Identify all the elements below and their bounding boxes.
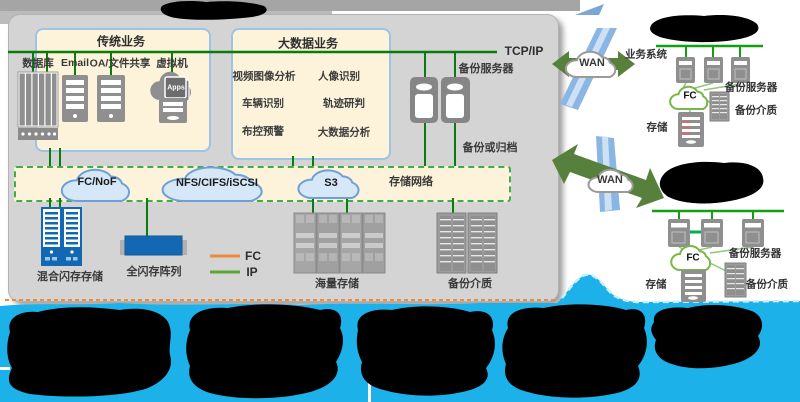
bd-item-1: 视频图像分析 xyxy=(232,70,296,83)
right-mid-site xyxy=(652,209,784,302)
top-grey-bar xyxy=(0,0,580,11)
fc-cloud-mid-label: FC xyxy=(686,252,700,264)
bd-item-5: 布控预警 xyxy=(242,125,284,138)
redaction-band-2 xyxy=(186,304,343,399)
tcp-ip-label: TCP/IP xyxy=(504,44,544,58)
backup-media-icon-main xyxy=(436,212,498,274)
redaction-band-5 xyxy=(651,305,763,369)
database-rack-icon xyxy=(17,71,59,140)
mass-storage-label: 海量存储 xyxy=(315,278,359,290)
all-flash-label: 全闪存阵列 xyxy=(126,266,182,278)
traditional-title: 传统业务 xyxy=(96,34,146,49)
storage-network-label: 存储网络 xyxy=(389,176,433,188)
bd-item-3: 车辆识别 xyxy=(242,97,284,110)
backup-media-label-mid: 备份介质 xyxy=(746,278,788,291)
label-oa: OA/文件共享 xyxy=(89,57,151,70)
fc-cloud-top-label: FC xyxy=(683,90,697,102)
s3-label: S3 xyxy=(324,177,338,189)
redaction-band-4 xyxy=(502,304,647,398)
redaction-title xyxy=(160,1,267,20)
redaction-band-1 xyxy=(7,307,172,397)
redaction-right-top xyxy=(650,14,759,43)
bd-item-4: 轨迹研判 xyxy=(323,97,365,110)
fcnof-label: FC/NoF xyxy=(77,176,117,188)
backup-server-label-mid: 备份服务器 xyxy=(728,247,782,260)
backup-media-icon-top xyxy=(709,91,730,122)
storage-label-mid: 存储 xyxy=(645,278,667,291)
business-system-label: 业务系统 xyxy=(625,48,667,61)
hybrid-flash-storage-icon xyxy=(41,207,82,266)
hybrid-flash-label: 混合闪存存储 xyxy=(37,271,103,283)
virtual-machine-icon xyxy=(150,71,191,123)
legend-ip-label: IP xyxy=(246,265,258,279)
email-server-icon xyxy=(62,75,88,122)
legend-fc-label: FC xyxy=(245,249,261,263)
backup-media-icon-mid xyxy=(724,262,747,298)
oa-server-icon xyxy=(97,75,125,122)
blue-decoration xyxy=(575,4,604,15)
right-top-site xyxy=(656,44,763,147)
ip-stubs xyxy=(32,52,456,238)
wan-bottom-label: WAN xyxy=(597,174,623,186)
storage-label-top: 存储 xyxy=(646,121,668,134)
nfs-label: NFS/CIFS/iSCSI xyxy=(176,177,258,189)
storage-icon-mid xyxy=(681,270,706,302)
wan-top-label: WAN xyxy=(579,57,605,69)
backup-server-label-top: 备份服务器 xyxy=(724,81,778,94)
mass-storage-icon xyxy=(293,212,386,274)
label-vm: 虚拟机 xyxy=(156,57,188,70)
backup-media-label-top: 备份介质 xyxy=(735,104,777,117)
backup-media-label-main: 备份介质 xyxy=(448,278,492,290)
label-email: Email xyxy=(60,57,90,69)
table-line-left xyxy=(0,367,10,370)
redaction-band-3 xyxy=(356,306,495,396)
cyan-band-dashed-edge xyxy=(561,273,800,304)
backup-or-archive-label: 备份或归档 xyxy=(462,142,518,154)
bigdata-business-panel xyxy=(231,28,391,160)
all-flash-array-icon xyxy=(120,235,187,256)
redaction-right-mid xyxy=(659,161,764,204)
apps-label: Apps xyxy=(167,84,185,92)
bd-item-6: 大数据分析 xyxy=(317,126,371,139)
backup-server-icons xyxy=(410,77,470,123)
bd-item-2: 人像识别 xyxy=(318,70,360,83)
bigdata-title: 大数据业务 xyxy=(277,36,339,51)
redaction-scribbles xyxy=(7,1,764,399)
storage-icon-top xyxy=(678,112,704,147)
backup-server-label-main: 备份服务器 xyxy=(458,63,514,75)
label-database: 数据库 xyxy=(22,57,54,70)
